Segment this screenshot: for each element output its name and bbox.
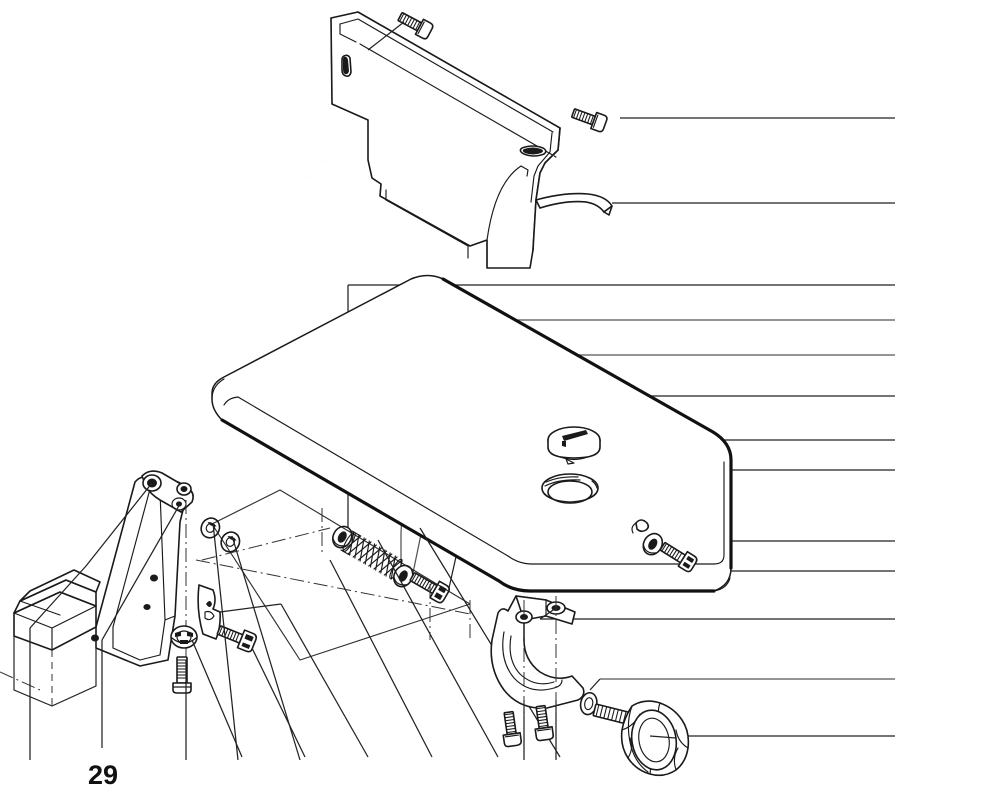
part-clamp-screw-a: [502, 700, 525, 760]
part-clip-screw: [216, 625, 306, 758]
callout-number-29: 29: [88, 760, 119, 790]
leader-lines-bottom-fan: [212, 522, 561, 761]
part-washer-upper: [331, 525, 353, 549]
part-lock-nut: [170, 625, 243, 758]
part-lobed-knob: [592, 700, 690, 777]
part-panel-screw-right: [571, 108, 608, 133]
part-hex-bolt: [409, 572, 450, 604]
part-stud-bolt: [172, 656, 192, 760]
part-deck-screw-right: [659, 541, 698, 573]
part-bracket-washer-b: [220, 531, 241, 553]
part-filler-cap: [547, 426, 601, 465]
part-clamp-screw-b: [534, 700, 557, 760]
part-panel-screw-top: [367, 12, 434, 51]
part-guard-panel: [330, 11, 613, 269]
centerline-washer-axis: [201, 527, 331, 561]
part-grommet-ring: [541, 473, 599, 504]
part-bracket-washer-a: [200, 517, 221, 539]
part-retainer-clip: [197, 584, 369, 758]
part-clamp-bracket: [490, 595, 585, 709]
watermark-text: -7: [300, 151, 334, 196]
part-support-bracket: [0, 470, 194, 760]
part-deck-plate: [211, 274, 733, 593]
construction-lines: [195, 489, 471, 661]
part-washer-lower: [392, 564, 414, 588]
